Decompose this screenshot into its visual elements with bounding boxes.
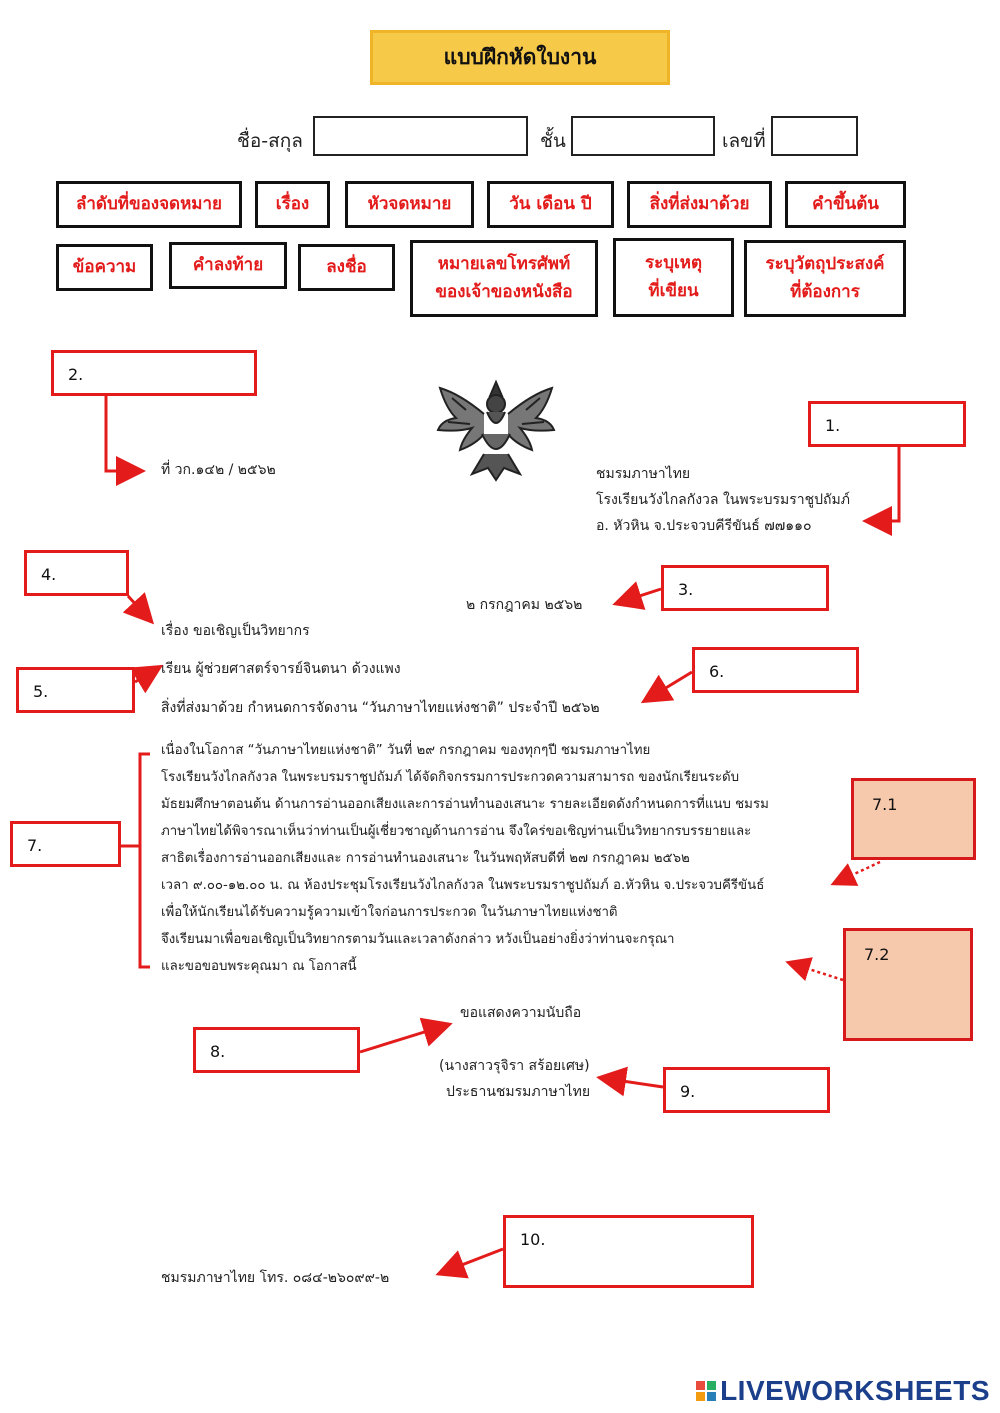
arrow-6 <box>640 670 693 704</box>
garuda-emblem-icon <box>436 379 556 482</box>
body-line: โรงเรียนวังไกลกังวล ในพระบรมราชูปถัมภ์ ไ… <box>161 770 740 785</box>
choice-reason[interactable]: ระบุเหตุ ที่เขียน <box>613 238 734 317</box>
arrow-2 <box>104 396 146 486</box>
choice-closing[interactable]: คำลงท้าย <box>169 242 287 289</box>
choice-signature[interactable]: ลงชื่อ <box>298 244 395 291</box>
sender-line: อ. หัวหิน จ.ประจวบคีรีขันธ์ ๗๗๑๑๐ <box>596 518 812 534</box>
arrow-7-2 <box>785 957 844 982</box>
name-label: ชื่อ-สกุล <box>237 130 303 152</box>
letter-closing: ขอแสดงความนับถือ <box>460 1005 582 1021</box>
logo-grid-icon <box>696 1381 717 1401</box>
liveworksheets-logo: LIVEWORKSHEETS <box>696 1375 990 1407</box>
answer-box-9[interactable]: 9. <box>663 1067 830 1113</box>
answer-box-6[interactable]: 6. <box>692 647 859 693</box>
choice-body[interactable]: ข้อความ <box>56 244 153 291</box>
body-line: เพื่อให้นักเรียนได้รับความรู้ความเข้าใจก… <box>161 905 618 920</box>
arrow-9 <box>596 1066 664 1097</box>
answer-box-7-1[interactable]: 7.1 <box>851 778 976 860</box>
sender-line: ชมรมภาษาไทย <box>596 466 691 482</box>
answer-box-10[interactable]: 10. <box>503 1215 754 1288</box>
choice-letter-order[interactable]: ลำดับที่ของจดหมาย <box>56 181 242 228</box>
answer-box-1[interactable]: 1. <box>808 401 966 447</box>
answer-box-8[interactable]: 8. <box>193 1027 360 1073</box>
arrow-10 <box>435 1247 504 1279</box>
arrow-1 <box>862 447 901 536</box>
body-line: มัธยมศึกษาตอนต้น ด้านการอ่านออกเสียงและก… <box>161 797 769 812</box>
letter-date: ๒ กรกฎาคม ๒๕๖๒ <box>466 597 583 613</box>
answer-box-7-2[interactable]: 7.2 <box>843 928 973 1041</box>
signer-title: ประธานชมรมภาษาไทย <box>446 1084 591 1100</box>
arrow-7-1 <box>830 860 881 886</box>
brand-text: LIVEWORKSHEETS <box>720 1375 990 1406</box>
body-line: เวลา ๙.๐๐-๑๒.๐๐ น. ณ ห้องประชุมโรงเรียนว… <box>161 878 765 893</box>
worksheet-title: แบบฝึกหัดใบงาน <box>370 30 670 85</box>
body-line: สาธิตเรื่องการอ่านออกเสียงและ การอ่านทำน… <box>161 851 690 866</box>
answer-box-2[interactable]: 2. <box>51 350 257 396</box>
choice-salutation[interactable]: คำขึ้นต้น <box>785 181 906 228</box>
footer-phone: ชมรมภาษาไทย โทร. ๐๘๔-๒๖๐๙๙-๒ <box>161 1270 390 1286</box>
arrow-5 <box>129 664 164 694</box>
choice-date[interactable]: วัน เดือน ปี <box>487 181 614 228</box>
letter-subject: เรื่อง ขอเชิญเป็นวิทยากร <box>161 623 310 639</box>
body-line: เนื่องในโอกาส “วันภาษาไทยแห่งชาติ” วันที… <box>161 743 651 758</box>
answer-box-4[interactable]: 4. <box>24 550 129 596</box>
number-field[interactable] <box>771 116 858 156</box>
answer-box-5[interactable]: 5. <box>16 667 135 713</box>
answer-box-3[interactable]: 3. <box>661 565 829 611</box>
class-label: ชั้น <box>540 130 566 152</box>
letter-salutation: เรียน ผู้ช่วยศาสตร์จารย์จินตนา ด้วงแพง <box>161 661 401 677</box>
sender-address: ชมรมภาษาไทย โรงเรียนวังไกลกังวล ในพระบรม… <box>596 461 850 539</box>
sender-line: โรงเรียนวังไกลกังวล ในพระบรมราชูปถัมภ์ <box>596 492 850 508</box>
letter-body: เนื่องในโอกาส “วันภาษาไทยแห่งชาติ” วันที… <box>161 737 769 980</box>
body-bracket <box>138 752 150 969</box>
name-field[interactable] <box>313 116 528 156</box>
body-line: ภาษาไทยได้พิจารณาเห็นว่าท่านเป็นผู้เชี่ย… <box>161 824 752 839</box>
answer-box-7[interactable]: 7. <box>10 821 121 867</box>
number-label: เลขที่ <box>722 130 766 152</box>
class-field[interactable] <box>571 116 715 156</box>
choice-enclosure[interactable]: สิ่งที่ส่งมาด้วย <box>627 181 772 228</box>
choice-phone-number[interactable]: หมายเลขโทรศัพท์ ของเจ้าของหนังสือ <box>410 240 598 317</box>
arrow-3 <box>612 581 662 610</box>
choice-purpose[interactable]: ระบุวัตถุประสงค์ ที่ต้องการ <box>744 240 906 317</box>
arrow-4 <box>122 592 155 625</box>
reference-number: ที่ วก.๑๔๒ / ๒๕๖๒ <box>161 462 276 478</box>
choice-subject[interactable]: เรื่อง <box>255 181 330 228</box>
body-line: และขอขอบพระคุณมา ณ โอกาสนี้ <box>161 959 357 974</box>
letter-enclosure: สิ่งที่ส่งมาด้วย กำหนดการจัดงาน “วันภาษา… <box>161 700 600 716</box>
signer-name: (นางสาวรุจิรา สร้อยเศษ) <box>439 1058 590 1074</box>
body-line: จึงเรียนมาเพื่อขอเชิญเป็นวิทยากรตามวันแล… <box>161 932 675 947</box>
arrow-8 <box>359 1017 453 1054</box>
choice-letterhead[interactable]: หัวจดหมาย <box>345 181 474 228</box>
